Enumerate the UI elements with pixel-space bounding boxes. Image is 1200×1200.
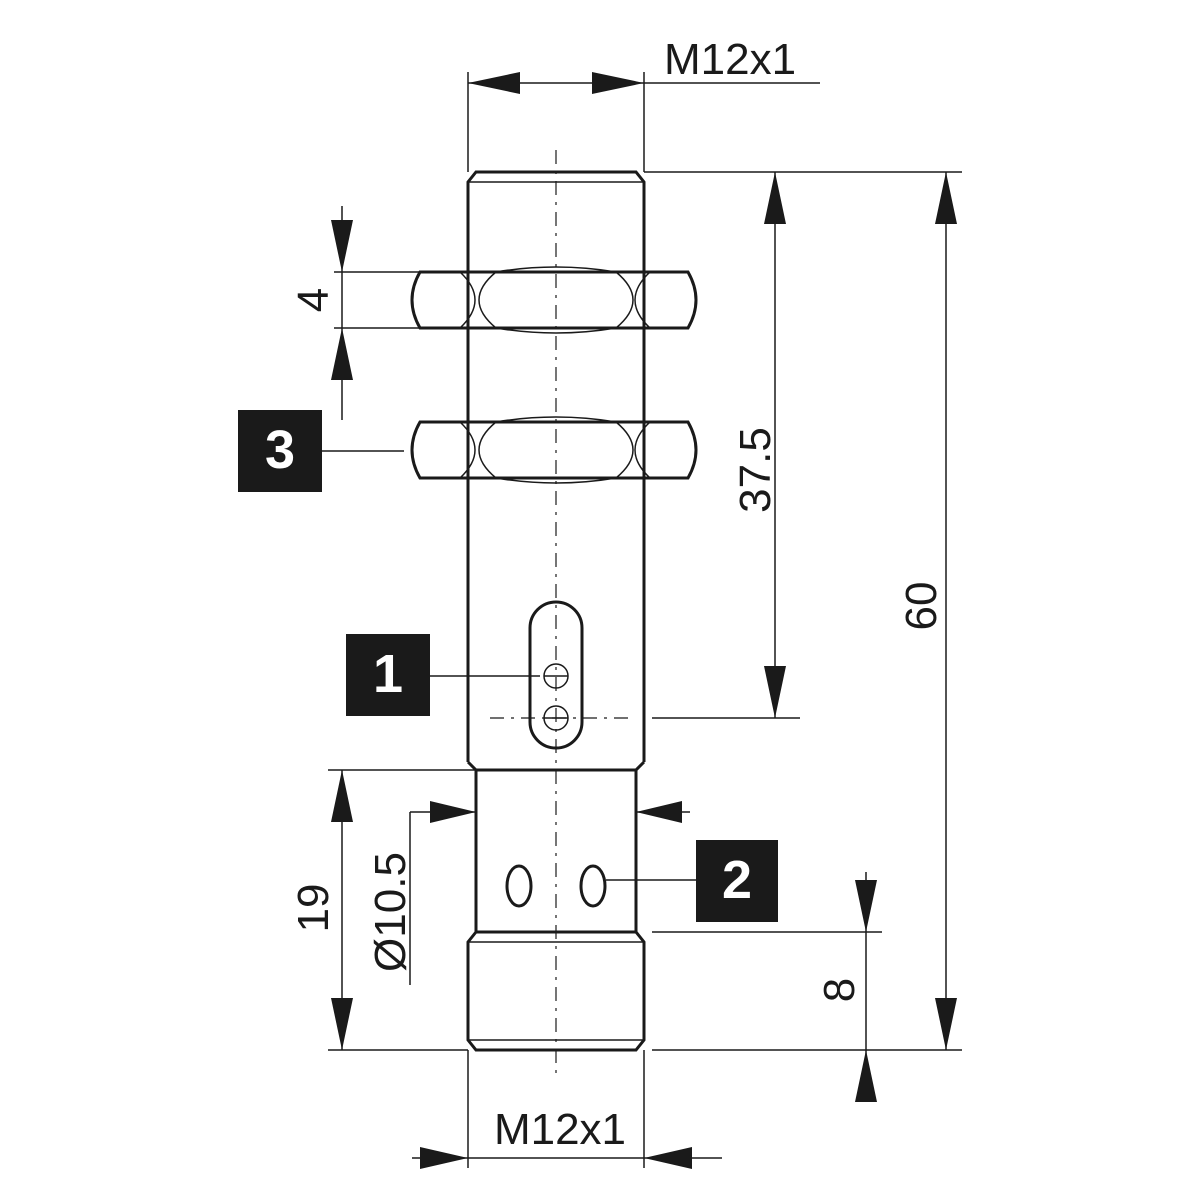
lower-nut-face-left [459, 421, 476, 479]
dim-sensing-to-top: 37.5 [644, 171, 800, 719]
upper-nut-outline [410, 270, 698, 330]
dim-label-nut-thickness: 4 [289, 288, 338, 312]
callout-box-1 [346, 634, 430, 716]
arrow-head [331, 770, 353, 822]
lower-nut-face-right [634, 421, 651, 479]
callout-box-3 [238, 410, 322, 492]
connector-holes [505, 864, 607, 908]
lower-nut-outline [410, 420, 698, 480]
dim-label-overall-length: 60 [897, 582, 946, 631]
arrow-head [764, 172, 786, 224]
callout-label-2: 2 [722, 850, 752, 910]
dim-thread-bottom: M12x1 [412, 1050, 722, 1169]
connector-hole-right [579, 864, 607, 908]
connector-hole-left [505, 864, 533, 908]
arrow-head [592, 72, 644, 94]
led-window [490, 600, 628, 750]
dim-connector-length: 19 [289, 769, 476, 1051]
sensor-body [466, 170, 646, 1052]
dim-label-thread-top: M12x1 [664, 35, 796, 84]
callout-3: 3 [238, 410, 404, 492]
dim-label-sensing-to-top: 37.5 [731, 427, 780, 513]
dim-overall-length: 60 [652, 171, 962, 1051]
arrow-head [855, 880, 877, 932]
arrow-head [764, 666, 786, 718]
arrow-head [468, 72, 520, 94]
arrow-head [430, 801, 476, 823]
upper-nut-face-left [459, 271, 476, 329]
lower-nut [410, 416, 698, 484]
upper-nut-face-right [634, 271, 651, 329]
dim-bottom-thread-length: 8 [652, 872, 882, 1102]
dim-label-bottom-thread-length: 8 [815, 978, 864, 1002]
callout-label-1: 1 [373, 644, 403, 704]
arrow-head [644, 1147, 692, 1169]
callout-box-2 [696, 840, 778, 922]
upper-nut-face-center [478, 266, 634, 334]
arrow-head [935, 172, 957, 224]
arrow-head [331, 328, 353, 380]
dim-body-diameter: Ø10.5 [366, 801, 690, 985]
lower-nut-face-center [478, 416, 634, 484]
upper-nut [410, 266, 698, 334]
dim-label-connector-length: 19 [289, 884, 338, 933]
arrow-head [331, 220, 353, 272]
arrow-head [331, 998, 353, 1050]
arrow-head [935, 998, 957, 1050]
dim-nut-thickness: 4 [289, 206, 420, 420]
arrow-head [855, 1050, 877, 1102]
dim-label-thread-bottom: M12x1 [494, 1105, 626, 1154]
callout-1: 1 [346, 634, 540, 716]
callout-label-3: 3 [265, 420, 295, 480]
arrow-head [420, 1147, 468, 1169]
arrow-head [636, 801, 682, 823]
led-window-slot [528, 600, 584, 750]
upper-step [466, 760, 646, 772]
dim-label-body-diameter: Ø10.5 [366, 852, 415, 972]
bottom-thread-outline [466, 930, 646, 1052]
callout-2: 2 [606, 840, 778, 922]
dim-thread-top: M12x1 [467, 35, 820, 172]
